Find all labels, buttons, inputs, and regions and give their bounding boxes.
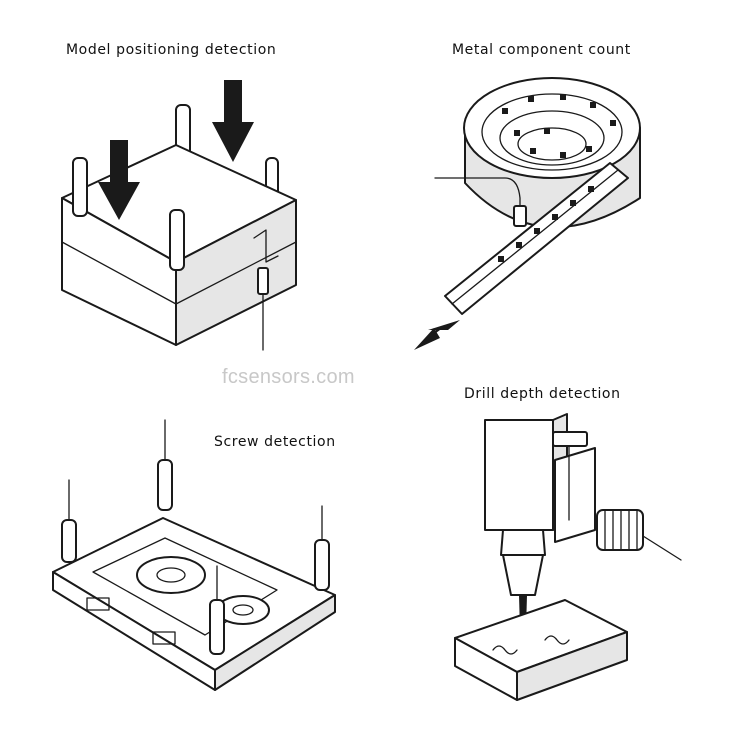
drill-column [484,419,554,531]
sensor-icon [513,205,527,227]
feed-track [444,162,629,315]
screw-pin [61,479,77,563]
watermark: fcsensors.com [222,366,355,388]
sensor-icon [257,267,269,351]
label-metal-component-count: Metal component count [452,42,631,58]
screw-pin [314,505,330,591]
screw-pin [209,565,225,655]
metal-count-illustration [414,77,641,350]
model-positioning-illustration [61,80,297,351]
reel-left [136,556,206,594]
cassette-side [214,594,336,691]
down-arrow-icon [98,140,140,220]
cassette-top [52,517,336,671]
drill-depth-illustration [454,413,682,701]
left-arrow-icon [414,320,460,350]
post [72,157,88,217]
post [169,209,185,271]
label-drill-depth-detection: Drill depth detection [464,386,621,402]
sensor-icon [596,509,682,561]
down-arrow-icon [212,80,254,162]
screw-detection-illustration [52,419,336,691]
chuck [502,554,544,596]
label-model-positioning: Model positioning detection [66,42,277,58]
label-screw-detection: Screw detection [214,434,336,450]
screw-pin [157,419,173,511]
